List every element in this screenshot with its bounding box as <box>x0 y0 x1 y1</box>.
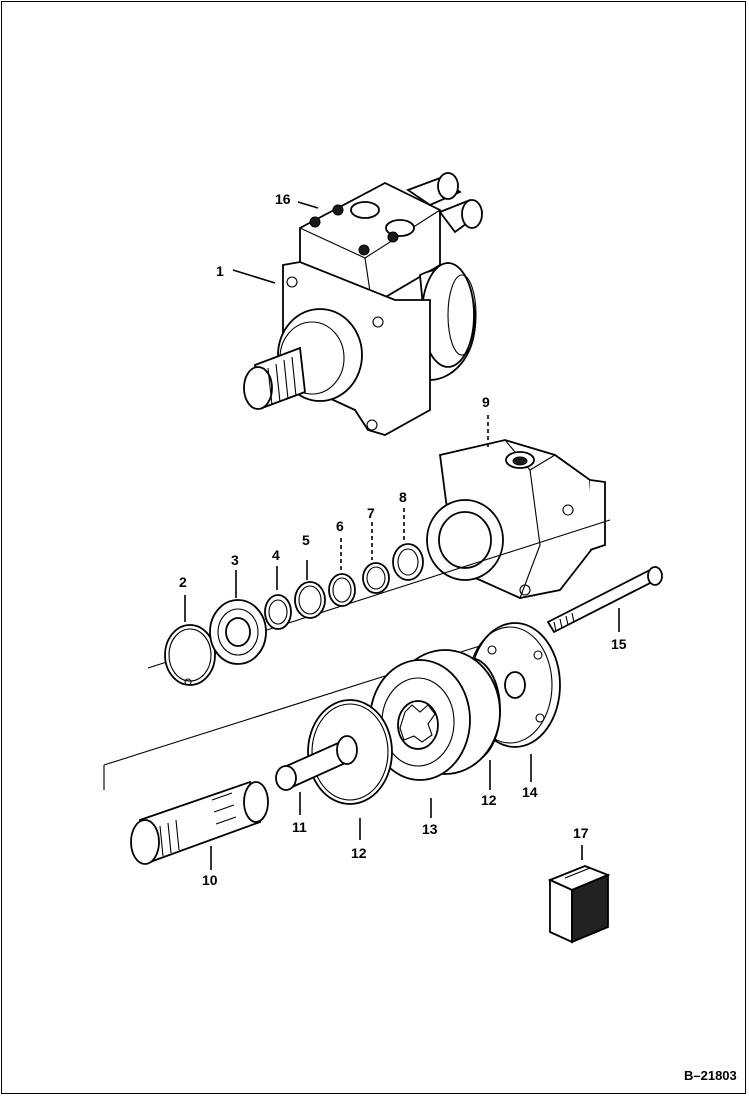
callout-4: 4 <box>272 547 280 563</box>
rear-housing <box>426 439 606 599</box>
callout-14: 14 <box>522 784 538 800</box>
output-shaft <box>130 780 269 865</box>
callout-8: 8 <box>399 489 407 505</box>
callout-labels: 1 2 3 4 5 6 7 8 9 10 11 12 12 13 14 15 1… <box>179 191 627 888</box>
callout-2: 2 <box>179 574 187 590</box>
callout-1: 1 <box>216 263 224 279</box>
reference-number: B–21803 <box>684 1068 737 1083</box>
callout-12-rear: 12 <box>481 792 497 808</box>
callout-15: 15 <box>611 636 627 652</box>
callout-3: 3 <box>231 552 239 568</box>
callout-7: 7 <box>367 505 375 521</box>
callout-11: 11 <box>292 819 307 835</box>
callout-10: 10 <box>202 872 218 888</box>
callout-16: 16 <box>275 191 291 207</box>
callout-5: 5 <box>302 532 310 548</box>
bolt <box>546 566 663 634</box>
callout-9: 9 <box>482 394 490 410</box>
callout-12-front: 12 <box>351 845 367 861</box>
callout-6: 6 <box>336 518 344 534</box>
motor-assembly <box>243 172 484 436</box>
leader-lines <box>184 201 620 870</box>
seals-and-bearing <box>164 543 424 686</box>
gerotor-set <box>369 649 501 781</box>
callout-13: 13 <box>422 821 438 837</box>
seal-kit-box <box>547 865 611 944</box>
callout-17: 17 <box>573 825 589 841</box>
drive-link <box>275 735 358 791</box>
